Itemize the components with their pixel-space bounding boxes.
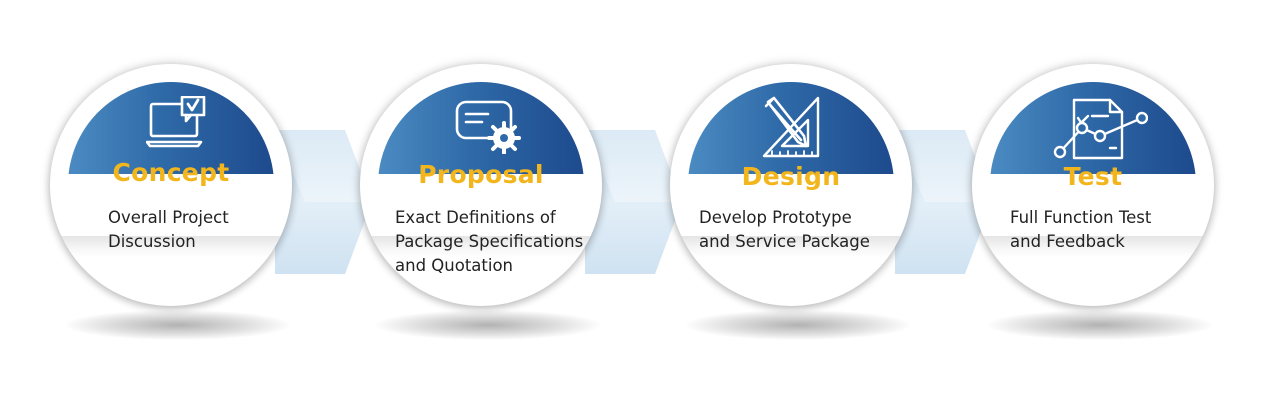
step-cap xyxy=(378,82,584,288)
step-shadow xyxy=(988,310,1212,340)
step-shadow xyxy=(376,310,600,340)
step-description: Develop Prototype and Service Package xyxy=(699,206,909,254)
description-line: Exact Definitions of xyxy=(395,208,556,227)
step-test: Test Full Function Test and Feedback xyxy=(970,62,1230,362)
step-concept: Concept Overall Project Discussion xyxy=(48,62,308,362)
description-line: Develop Prototype xyxy=(699,208,852,227)
test-chart-icon xyxy=(1052,96,1148,162)
step-title: Concept xyxy=(112,158,230,187)
step-title: Proposal xyxy=(418,160,544,189)
step-description: Exact Definitions of Package Specificati… xyxy=(395,206,605,278)
step-title: Test xyxy=(1063,162,1123,191)
step-shadow xyxy=(686,310,910,340)
description-line: and Service Package xyxy=(699,232,870,251)
step-title: Design xyxy=(741,162,841,191)
step-design: Design Develop Prototype and Service Pac… xyxy=(668,62,928,362)
pencil-triangle-icon xyxy=(762,96,824,160)
step-description: Full Function Test and Feedback xyxy=(1010,206,1220,254)
step-circle xyxy=(360,64,602,306)
step-cap xyxy=(68,82,274,288)
step-description: Overall Project Discussion xyxy=(108,206,318,254)
description-line: and Quotation xyxy=(395,256,514,275)
step-shadow xyxy=(66,310,290,340)
description-line: Overall Project xyxy=(108,208,229,227)
step-divider xyxy=(972,236,1214,258)
step-proposal: Proposal Exact Definitions of Package Sp… xyxy=(358,62,618,362)
laptop-check-icon xyxy=(146,96,210,154)
step-circle xyxy=(670,64,912,306)
document-gear-icon xyxy=(454,98,524,154)
step-divider xyxy=(50,236,292,258)
connector-band xyxy=(275,130,992,274)
step-divider xyxy=(360,236,602,258)
description-line: and Feedback xyxy=(1010,232,1125,251)
description-line: Full Function Test xyxy=(1010,208,1152,227)
connector-arrow-2 xyxy=(585,130,682,274)
connector-arrow-1 xyxy=(275,130,372,274)
description-line: Package Specifications xyxy=(395,232,584,251)
step-circle xyxy=(972,64,1214,306)
description-line: Discussion xyxy=(108,232,196,251)
connector-arrow-3 xyxy=(895,130,992,274)
step-divider xyxy=(670,236,912,258)
